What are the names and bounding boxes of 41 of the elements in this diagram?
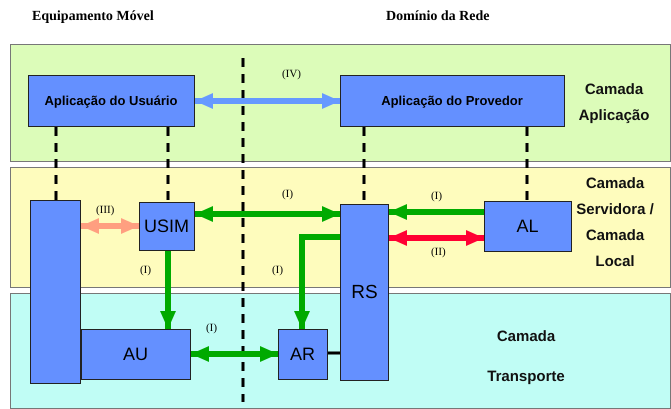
edge-label: (I)	[282, 188, 293, 200]
component-label: USIM	[144, 216, 189, 236]
arrow	[191, 346, 278, 362]
dashed-connector	[166, 127, 170, 202]
component-label: RS	[351, 282, 378, 304]
component-box	[30, 200, 81, 384]
edge-label: (IV)	[282, 68, 301, 80]
arrow	[195, 206, 340, 222]
arrow	[294, 234, 340, 329]
component-box	[340, 204, 389, 381]
arrow	[389, 204, 484, 220]
component-label: AL	[516, 216, 539, 236]
component-box	[340, 74, 564, 126]
component-label: Aplicação do Provedor	[381, 93, 523, 108]
component-box	[138, 202, 194, 250]
column-heading: Domínio da Rede	[386, 9, 490, 25]
dashed-connector	[526, 127, 528, 201]
edge-label: (I)	[206, 322, 217, 334]
component-box	[278, 328, 328, 380]
edge-label: (I)	[431, 190, 442, 202]
layer-band	[10, 44, 671, 162]
connector-line	[328, 352, 340, 354]
layer-label: Camada Servidora / Camada Local	[575, 174, 655, 272]
column-heading: Equipamento Móvel	[32, 9, 154, 25]
dashed-connector	[54, 127, 58, 200]
layer-label: Camada Transporte	[486, 327, 566, 387]
component-box	[484, 200, 572, 252]
component-label: AU	[122, 344, 148, 364]
arrow	[81, 218, 139, 234]
arrow	[160, 251, 176, 329]
component-label: AR	[290, 344, 315, 364]
edge-label: (III)	[96, 204, 114, 216]
component-label: Aplicação do Usuário	[44, 93, 178, 108]
arrow	[389, 230, 484, 246]
edge-label: (II)	[431, 246, 446, 258]
component-box	[28, 74, 194, 126]
arrow	[195, 93, 340, 109]
edge-label: (I)	[140, 264, 151, 276]
edge-label: (I)	[272, 264, 283, 276]
layer-label: Camada Aplicação	[578, 80, 650, 126]
component-box	[80, 328, 190, 380]
